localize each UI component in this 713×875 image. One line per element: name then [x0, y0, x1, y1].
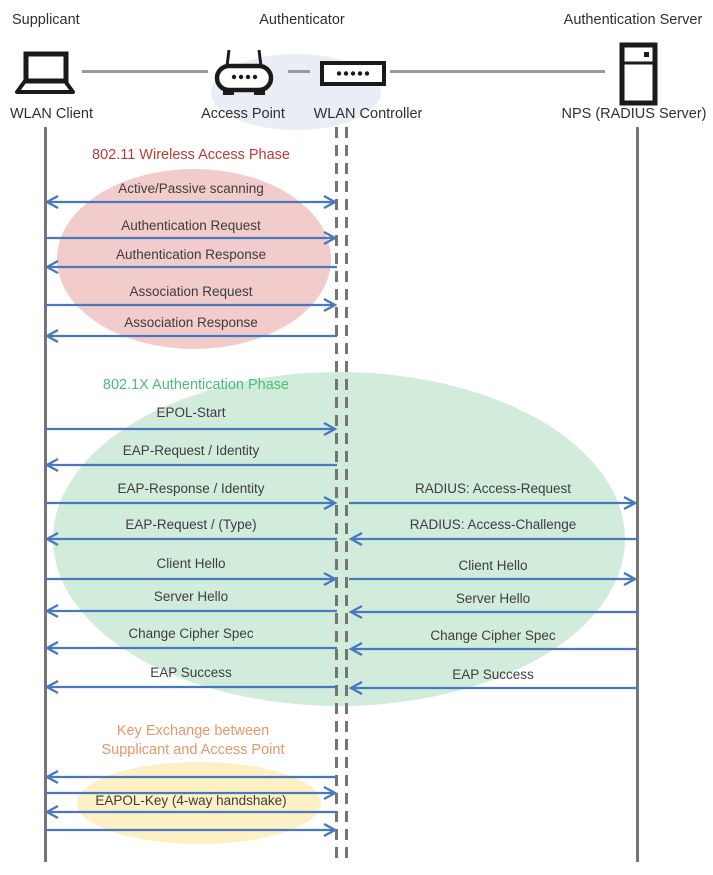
- device-access-point: Access Point: [201, 106, 285, 122]
- phase-title-authentication: 802.1X Authentication Phase: [102, 377, 290, 393]
- message-arrow: [45, 230, 338, 246]
- message-arrow: [45, 822, 338, 838]
- message-arrow: [348, 604, 637, 620]
- connector-wlc-to-server: [390, 70, 605, 73]
- lifeline-access-point-dashed: [335, 127, 338, 862]
- device-wlan-client: WLAN Client: [10, 106, 93, 122]
- message-arrow: [45, 297, 338, 313]
- access-point-icon: [212, 46, 276, 105]
- message-label: Authentication Request: [121, 218, 261, 233]
- phase-title-wireless-access: 802.11 Wireless Access Phase: [92, 147, 290, 163]
- role-authentication-server: Authentication Server: [563, 12, 703, 28]
- message-arrow: [44, 640, 337, 656]
- message-arrow: [349, 571, 638, 587]
- message-arrow: [349, 495, 638, 511]
- connector-ap-to-wlc: [288, 70, 310, 73]
- message-arrow: [45, 785, 338, 801]
- lifeline-wlan-client: [44, 127, 47, 862]
- message-arrow: [44, 259, 337, 275]
- message-arrow: [44, 679, 337, 695]
- message-label: EAPOL-Key (4-way handshake): [95, 793, 287, 808]
- message-arrow: [348, 531, 637, 547]
- message-label: Server Hello: [455, 591, 531, 606]
- device-nps-radius-server: NPS (RADIUS Server): [561, 106, 707, 122]
- lifeline-radius-server: [636, 127, 639, 862]
- laptop-icon: [10, 50, 80, 101]
- message-label: Change Cipher Spec: [430, 628, 556, 643]
- message-label: EAP Success: [150, 665, 232, 680]
- message-arrow: [348, 680, 637, 696]
- message-arrow: [44, 457, 337, 473]
- message-label: Server Hello: [153, 589, 229, 604]
- message-arrow: [348, 641, 637, 657]
- wireless-access-phase-ellipse: [57, 169, 331, 349]
- message-label: RADIUS: Access-Request: [414, 481, 572, 496]
- message-arrow: [44, 328, 337, 344]
- wlan-controller-icon: [320, 61, 386, 92]
- message-arrow: [44, 194, 338, 210]
- role-supplicant: Supplicant: [12, 12, 80, 28]
- message-label: Association Response: [124, 315, 258, 330]
- server-icon: [619, 42, 659, 111]
- message-arrow: [44, 531, 337, 547]
- message-label: RADIUS: Access-Challenge: [409, 517, 577, 532]
- message-arrow: [44, 603, 337, 619]
- message-arrow: [44, 769, 337, 785]
- message-label: EPOL-Start: [156, 405, 226, 420]
- message-label: Association Request: [129, 284, 253, 299]
- message-label: EAP-Request / (Type): [125, 517, 257, 532]
- lifeline-wlan-controller-dashed: [345, 127, 348, 862]
- message-label: Authentication Response: [115, 247, 267, 262]
- message-arrow: [45, 495, 338, 511]
- connector-client-to-ap: [82, 70, 208, 73]
- message-label: EAP Success: [452, 667, 534, 682]
- message-label: Client Hello: [156, 556, 226, 571]
- message-label: EAP-Request / Identity: [122, 443, 260, 458]
- message-label: EAP-Response / Identity: [117, 481, 265, 496]
- device-wlan-controller: WLAN Controller: [313, 106, 423, 122]
- phase-title-key-exchange: Key Exchange between Supplicant and Acce…: [101, 723, 285, 758]
- message-arrow: [45, 421, 338, 437]
- role-authenticator: Authenticator: [259, 12, 345, 28]
- message-arrow: [44, 804, 337, 820]
- message-label: Change Cipher Spec: [128, 626, 254, 641]
- message-arrow: [45, 571, 338, 587]
- message-label: Client Hello: [458, 558, 528, 573]
- message-label: Active/Passive scanning: [118, 181, 264, 196]
